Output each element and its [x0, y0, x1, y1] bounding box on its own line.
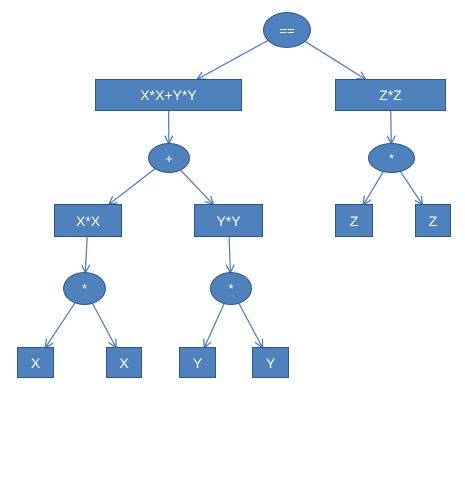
sum-expression-node: X*X+Y*Y: [95, 79, 242, 111]
z-left-leaf: Z: [335, 204, 373, 237]
z-multiply-node: *: [368, 143, 415, 173]
edge-plus-to-yy_expr: [180, 169, 213, 204]
y-multiply-node: *: [210, 272, 252, 305]
edge-x_times-to-x_right: [92, 303, 116, 347]
x-multiply-node: *: [63, 272, 106, 305]
y-left-leaf: Y: [179, 347, 216, 378]
edge-y_times-to-y_left: [205, 303, 225, 347]
x-squared-node: X*X: [54, 204, 122, 237]
edge-yy_expr-to-y_times: [229, 236, 230, 272]
edge-eq-to-sum_expr: [198, 40, 268, 79]
x-left-leaf: X: [17, 347, 54, 378]
edge-y_times-to-y_right: [238, 303, 262, 347]
y-squared-node: Y*Y: [194, 204, 263, 237]
edge-zz_expr-to-z_times: [391, 110, 392, 143]
plus-operator-node: +: [148, 143, 190, 173]
edge-z_times-to-z_right: [400, 171, 422, 204]
y-right-leaf: Y: [252, 347, 289, 378]
z-right-leaf: Z: [415, 204, 451, 237]
edge-plus-to-xx_expr: [109, 168, 156, 204]
edge-xx_expr-to-x_times: [85, 236, 87, 272]
edge-eq-to-zz_expr: [305, 41, 365, 79]
edge-z_times-to-z_left: [364, 171, 384, 204]
equals-node: ==: [263, 12, 311, 48]
edge-x_times-to-x_left: [46, 302, 76, 347]
z-squared-node: Z*Z: [335, 79, 446, 111]
x-right-leaf: X: [106, 347, 142, 378]
